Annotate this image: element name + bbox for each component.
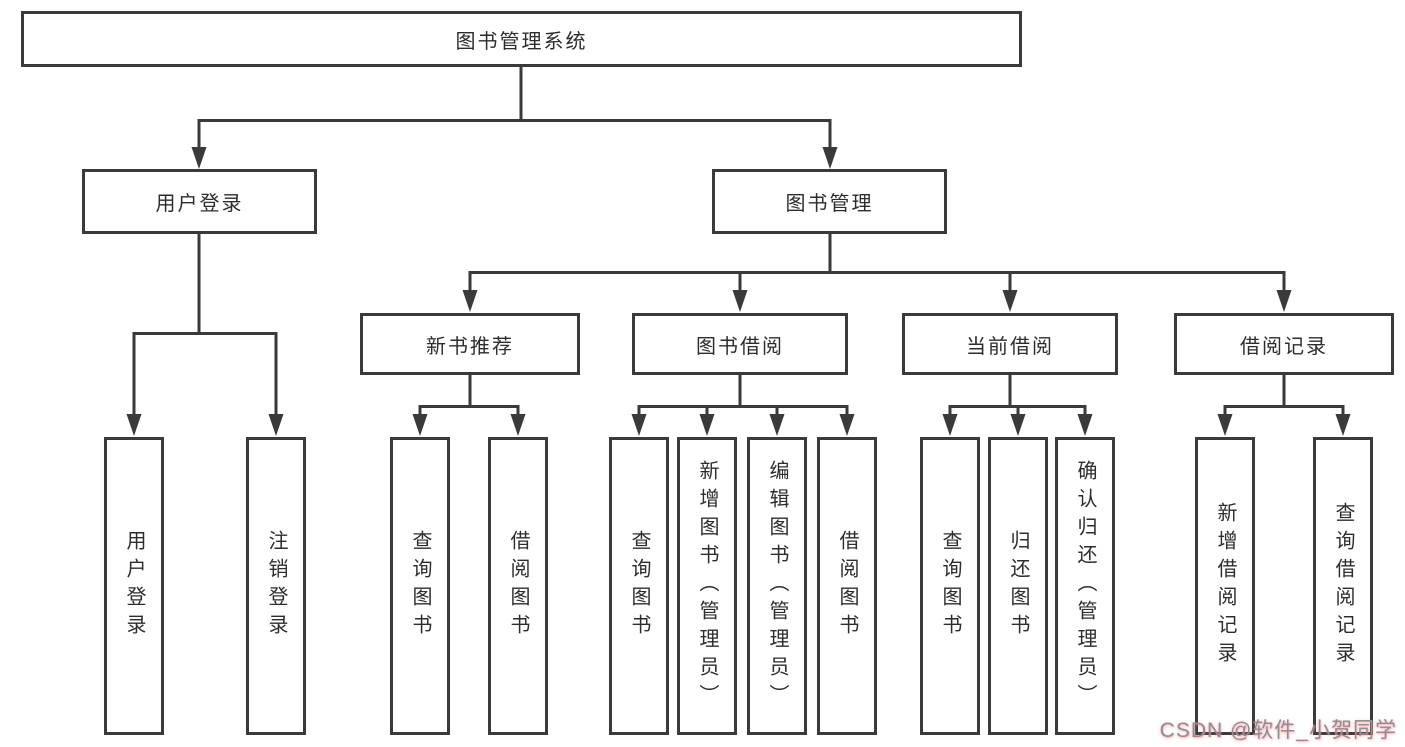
watermark: CSDN @软件_小贺同学: [1159, 719, 1397, 742]
node-root-label: 图书管理系统: [455, 30, 588, 53]
node-current-borrowing: 当前借阅: [902, 313, 1118, 375]
leaf-bb-add-books-admin-label: 新增图书（管理员）: [696, 460, 718, 712]
leaf-bb-edit-books-admin: 编辑图书（管理员）: [747, 437, 807, 735]
leaf-br-query-record-label: 查询借阅记录: [1332, 502, 1354, 670]
node-user-login-label: 用户登录: [155, 193, 244, 215]
node-new-book-recommend-label: 新书推荐: [426, 335, 514, 358]
node-borrowing-records: 借阅记录: [1174, 313, 1394, 375]
leaf-user-login-label: 用户登录: [123, 530, 145, 642]
node-book-management-label: 图书管理: [785, 193, 874, 215]
node-root: 图书管理系统: [21, 11, 1022, 67]
leaf-cb-confirm-return-admin-label: 确认归还（管理员）: [1074, 460, 1096, 712]
leaf-br-query-record: 查询借阅记录: [1313, 437, 1373, 735]
leaf-logout: 注销登录: [246, 437, 306, 735]
leaf-cb-query-books-label: 查询图书: [939, 530, 961, 642]
node-user-login: 用户登录: [82, 169, 317, 234]
leaf-bb-edit-books-admin-label: 编辑图书（管理员）: [766, 460, 788, 712]
leaf-br-add-record: 新增借阅记录: [1195, 437, 1255, 735]
node-current-borrowing-label: 当前借阅: [966, 335, 1054, 358]
leaf-nb-borrow-books: 借阅图书: [488, 437, 548, 735]
leaf-cb-confirm-return-admin: 确认归还（管理员）: [1055, 437, 1115, 735]
node-book-borrowing-label: 图书借阅: [696, 335, 784, 358]
node-book-management: 图书管理: [712, 169, 947, 234]
leaf-nb-query-books-label: 查询图书: [409, 530, 431, 642]
leaf-bb-query-books: 查询图书: [609, 437, 669, 735]
leaf-logout-label: 注销登录: [265, 530, 287, 642]
node-book-borrowing: 图书借阅: [632, 313, 848, 375]
leaf-bb-add-books-admin: 新增图书（管理员）: [677, 437, 737, 735]
leaf-br-add-record-label: 新增借阅记录: [1214, 502, 1236, 670]
leaf-bb-borrow-books: 借阅图书: [817, 437, 877, 735]
leaf-nb-borrow-books-label: 借阅图书: [507, 530, 529, 642]
leaf-cb-query-books: 查询图书: [920, 437, 980, 735]
leaf-cb-return-books: 归还图书: [988, 437, 1048, 735]
node-borrowing-records-label: 借阅记录: [1240, 335, 1328, 358]
leaf-bb-query-books-label: 查询图书: [628, 530, 650, 642]
leaf-cb-return-books-label: 归还图书: [1007, 530, 1029, 642]
leaf-bb-borrow-books-label: 借阅图书: [836, 530, 858, 642]
node-new-book-recommend: 新书推荐: [360, 313, 580, 375]
leaf-user-login: 用户登录: [104, 437, 164, 735]
leaf-nb-query-books: 查询图书: [390, 437, 450, 735]
